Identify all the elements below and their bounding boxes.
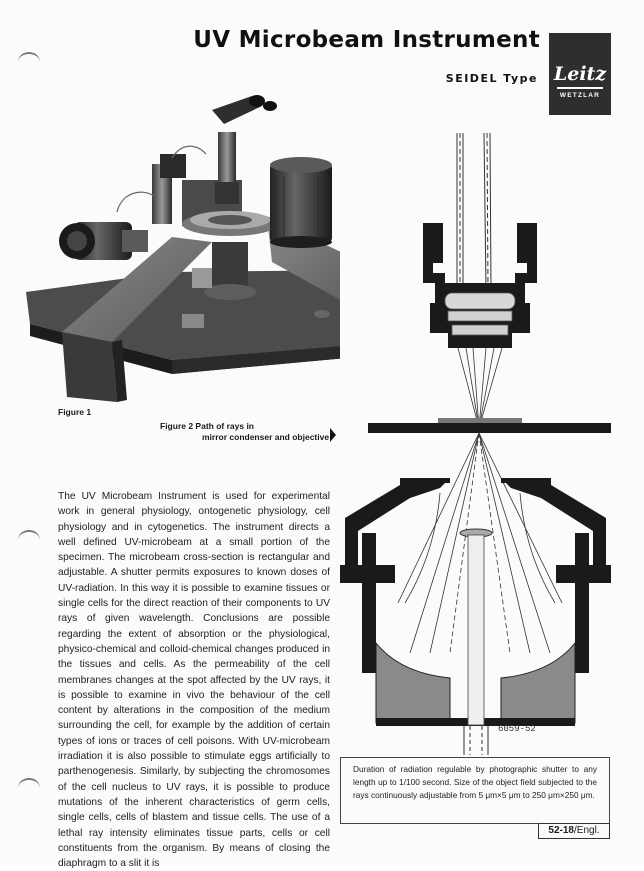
page-number: 52-18 — [548, 825, 574, 836]
logo-underline — [557, 87, 603, 89]
page-subtitle: SEIDEL Type — [445, 72, 538, 85]
page-title: UV Microbeam Instrument — [193, 27, 540, 53]
figure1-instrument-photo: 10272-52 — [22, 92, 394, 404]
specification-note: Duration of radiation regulable by photo… — [340, 757, 610, 824]
figure1-label: Figure 1 — [58, 407, 92, 417]
figure2-caption-line2: mirror condenser and objective — [202, 432, 330, 442]
page-language: /Engl. — [574, 825, 600, 836]
figure2-ray-path-diagram — [340, 133, 611, 755]
punch-hole-mark — [18, 778, 40, 798]
logo-wordmark: Leitz — [553, 63, 607, 85]
punch-hole-mark — [18, 530, 40, 550]
leitz-logo: Leitz WETZLAR — [549, 33, 611, 115]
logo-city: WETZLAR — [559, 92, 601, 99]
figure2-caption: Figure 2 Path of rays in mirror condense… — [160, 421, 335, 443]
page-number-box: 52-18/Engl. — [538, 823, 610, 839]
caption-arrow-icon — [330, 428, 336, 442]
figure2-caption-line1: Figure 2 Path of rays in — [160, 421, 254, 431]
punch-hole-mark — [18, 52, 40, 72]
diagram-reference: 6059-52 — [498, 724, 536, 734]
body-paragraph: The UV Microbeam Instrument is used for … — [58, 491, 330, 870]
